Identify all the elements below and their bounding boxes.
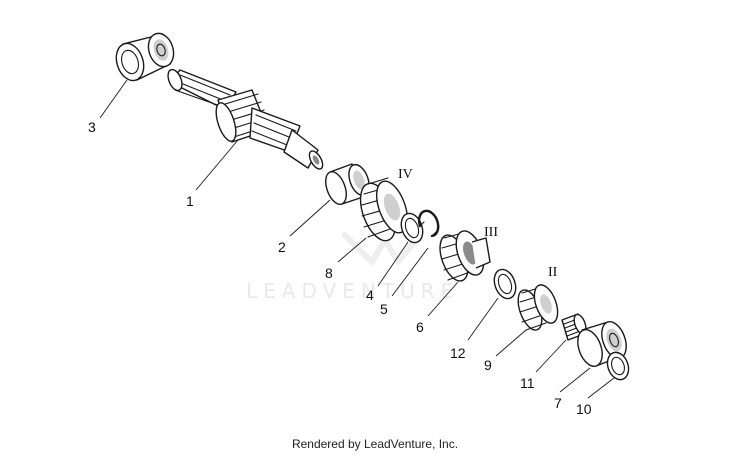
leader-lines: [99, 79, 615, 399]
part-11-needle-bearing[interactable]: [561, 313, 588, 341]
part-6-gear-iii[interactable]: [435, 227, 491, 284]
callout-8: 8: [325, 265, 333, 281]
callout-7: 7: [554, 395, 562, 411]
callout-5: 5: [380, 301, 388, 317]
callout-1: 1: [186, 193, 194, 209]
callout-2: 2: [278, 239, 286, 255]
part-10-shim[interactable]: [604, 349, 632, 382]
part-1-shaft[interactable]: [165, 68, 325, 172]
callout-labels: 3 1 2 8 4 5 6 12 9 11 7 10: [88, 119, 592, 417]
callout-4: 4: [366, 287, 374, 303]
callout-11: 11: [520, 375, 535, 391]
gear-labels: IV III II: [398, 167, 558, 280]
callout-3: 3: [88, 119, 96, 135]
callout-12: 12: [450, 345, 466, 361]
callout-10: 10: [576, 401, 592, 417]
part-5-circlip[interactable]: [417, 209, 440, 238]
part-3-bearing[interactable]: [112, 30, 178, 84]
watermark-text: LEADVENTURE: [246, 279, 459, 303]
part-9-gear-ii[interactable]: [513, 282, 562, 333]
part-12-washer[interactable]: [490, 266, 519, 301]
gear-label-ii: II: [548, 265, 558, 280]
part-8-gear-iv[interactable]: [354, 177, 414, 245]
callout-9: 9: [484, 357, 492, 373]
gear-label-iii: III: [484, 225, 498, 240]
rendered-by-footer: Rendered by LeadVenture, Inc.: [291, 437, 459, 451]
callout-6: 6: [416, 319, 424, 335]
gear-label-iv: IV: [398, 167, 413, 182]
